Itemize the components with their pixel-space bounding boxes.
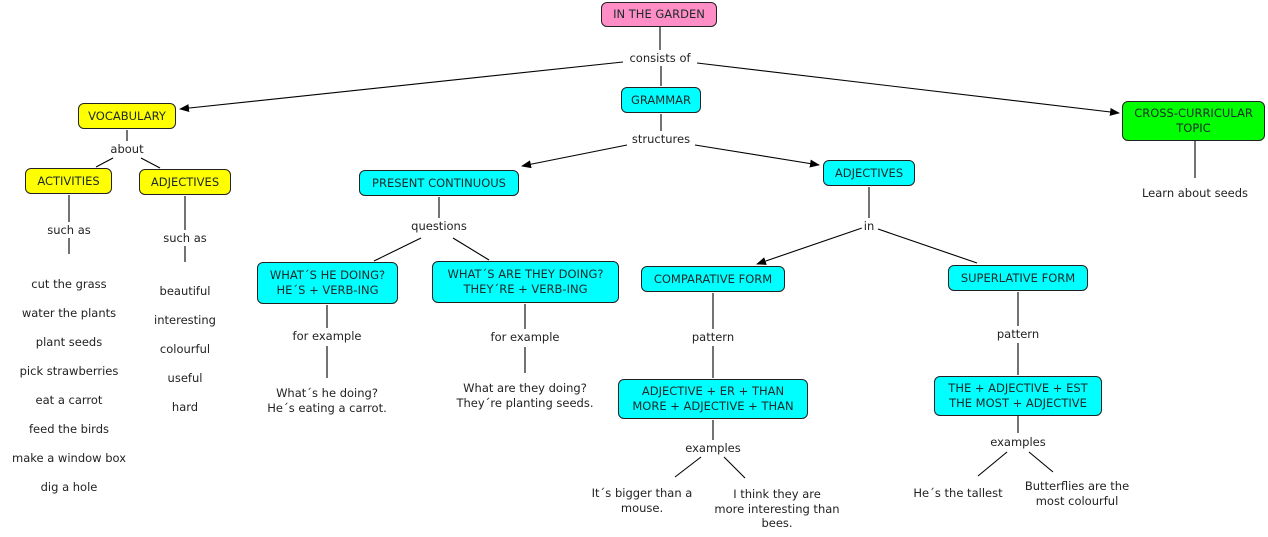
learn-about-seeds: Learn about seeds <box>1141 186 1249 200</box>
activity-item: water the plants <box>21 305 117 320</box>
link-for-example-they: for example <box>488 330 562 344</box>
edge-structures-present <box>521 144 628 169</box>
link-about: about <box>108 142 146 156</box>
link-for-example-he: for example <box>290 329 364 343</box>
superlative-example-1: He´s the tallest <box>913 486 1003 500</box>
adjective-item: beautiful <box>159 283 211 298</box>
edge-examples-sup1 <box>977 451 1008 477</box>
activity-item: cut the grass <box>31 276 107 291</box>
link-examples-superlative: examples <box>988 435 1048 449</box>
adjective-item: useful <box>167 370 203 385</box>
node-grammar[interactable]: GRAMMAR <box>621 87 701 113</box>
activity-item: eat a carrot <box>35 392 103 407</box>
link-such-as-activities: such as <box>45 223 93 237</box>
node-superlative-form[interactable]: SUPERLATIVE FORM <box>948 265 1088 291</box>
edge-about-adjectives <box>140 157 161 169</box>
edge-about-activities <box>95 157 114 168</box>
link-pattern-comparative: pattern <box>689 330 737 344</box>
adjective-item: colourful <box>159 341 211 356</box>
comparative-example-2: I think they are more interesting than b… <box>714 487 840 530</box>
activity-item: plant seeds <box>35 334 103 349</box>
example-he-text: What´s he doing? He´s eating a carrot. <box>267 386 387 415</box>
link-pattern-superlative: pattern <box>994 327 1042 341</box>
activity-item: make a window box <box>11 450 127 465</box>
edge-questions-they <box>452 237 490 261</box>
activities-list: cut the grass water the plants plant see… <box>12 262 126 509</box>
link-in: in <box>861 219 877 233</box>
link-such-as-adjectives: such as <box>161 231 209 245</box>
edge-questions-he <box>373 237 422 262</box>
edge-examples-sup2 <box>1028 451 1054 473</box>
edge-examples-comp2 <box>723 456 746 479</box>
node-vocabulary[interactable]: VOCABULARY <box>78 103 176 129</box>
node-comparative-pattern[interactable]: ADJECTIVE + ER + THAN MORE + ADJECTIVE +… <box>618 379 808 419</box>
adjectives-list: beautiful interesting colourful useful h… <box>154 269 216 429</box>
node-comparative-form[interactable]: COMPARATIVE FORM <box>641 266 785 292</box>
adjective-item: hard <box>171 399 199 414</box>
superlative-example-2: Butterflies are the most colourful <box>1024 479 1130 508</box>
adjective-item: interesting <box>154 312 216 327</box>
activity-item: dig a hole <box>40 479 98 494</box>
edge-structures-adjectives <box>694 144 820 168</box>
link-questions: questions <box>409 219 469 233</box>
link-structures: structures <box>629 132 693 146</box>
node-grammar-adjectives[interactable]: ADJECTIVES <box>823 160 915 186</box>
edge-consists-vocabulary <box>179 61 624 113</box>
node-present-continuous[interactable]: PRESENT CONTINUOUS <box>359 170 519 196</box>
node-whats-he-doing[interactable]: WHAT´S HE DOING? HE´S + VERB-ING <box>257 262 398 304</box>
root-node-in-the-garden[interactable]: IN THE GARDEN <box>601 2 717 27</box>
activity-item: feed the birds <box>28 421 109 436</box>
node-whats-are-they-doing[interactable]: WHAT´S ARE THEY DOING? THEY´RE + VERB-IN… <box>432 261 619 303</box>
node-vocabulary-adjectives[interactable]: ADJECTIVES <box>139 169 231 195</box>
example-they-text: What are they doing? They´re planting se… <box>456 381 594 410</box>
edge-consists-cross <box>696 62 1120 116</box>
link-consists-of: consists of <box>627 51 693 65</box>
node-cross-curricular-topic[interactable]: CROSS-CURRICULAR TOPIC <box>1122 101 1265 141</box>
activity-item: pick strawberries <box>19 363 119 378</box>
link-examples-comparative: examples <box>683 441 743 455</box>
edge-in-superlative <box>877 228 978 264</box>
edge-examples-comp1 <box>674 456 702 478</box>
edge-in-comparative <box>756 227 863 265</box>
node-superlative-pattern[interactable]: THE + ADJECTIVE + EST THE MOST + ADJECTI… <box>934 376 1102 416</box>
comparative-example-1: It´s bigger than a mouse. <box>591 486 693 515</box>
node-activities[interactable]: ACTIVITIES <box>25 168 112 194</box>
